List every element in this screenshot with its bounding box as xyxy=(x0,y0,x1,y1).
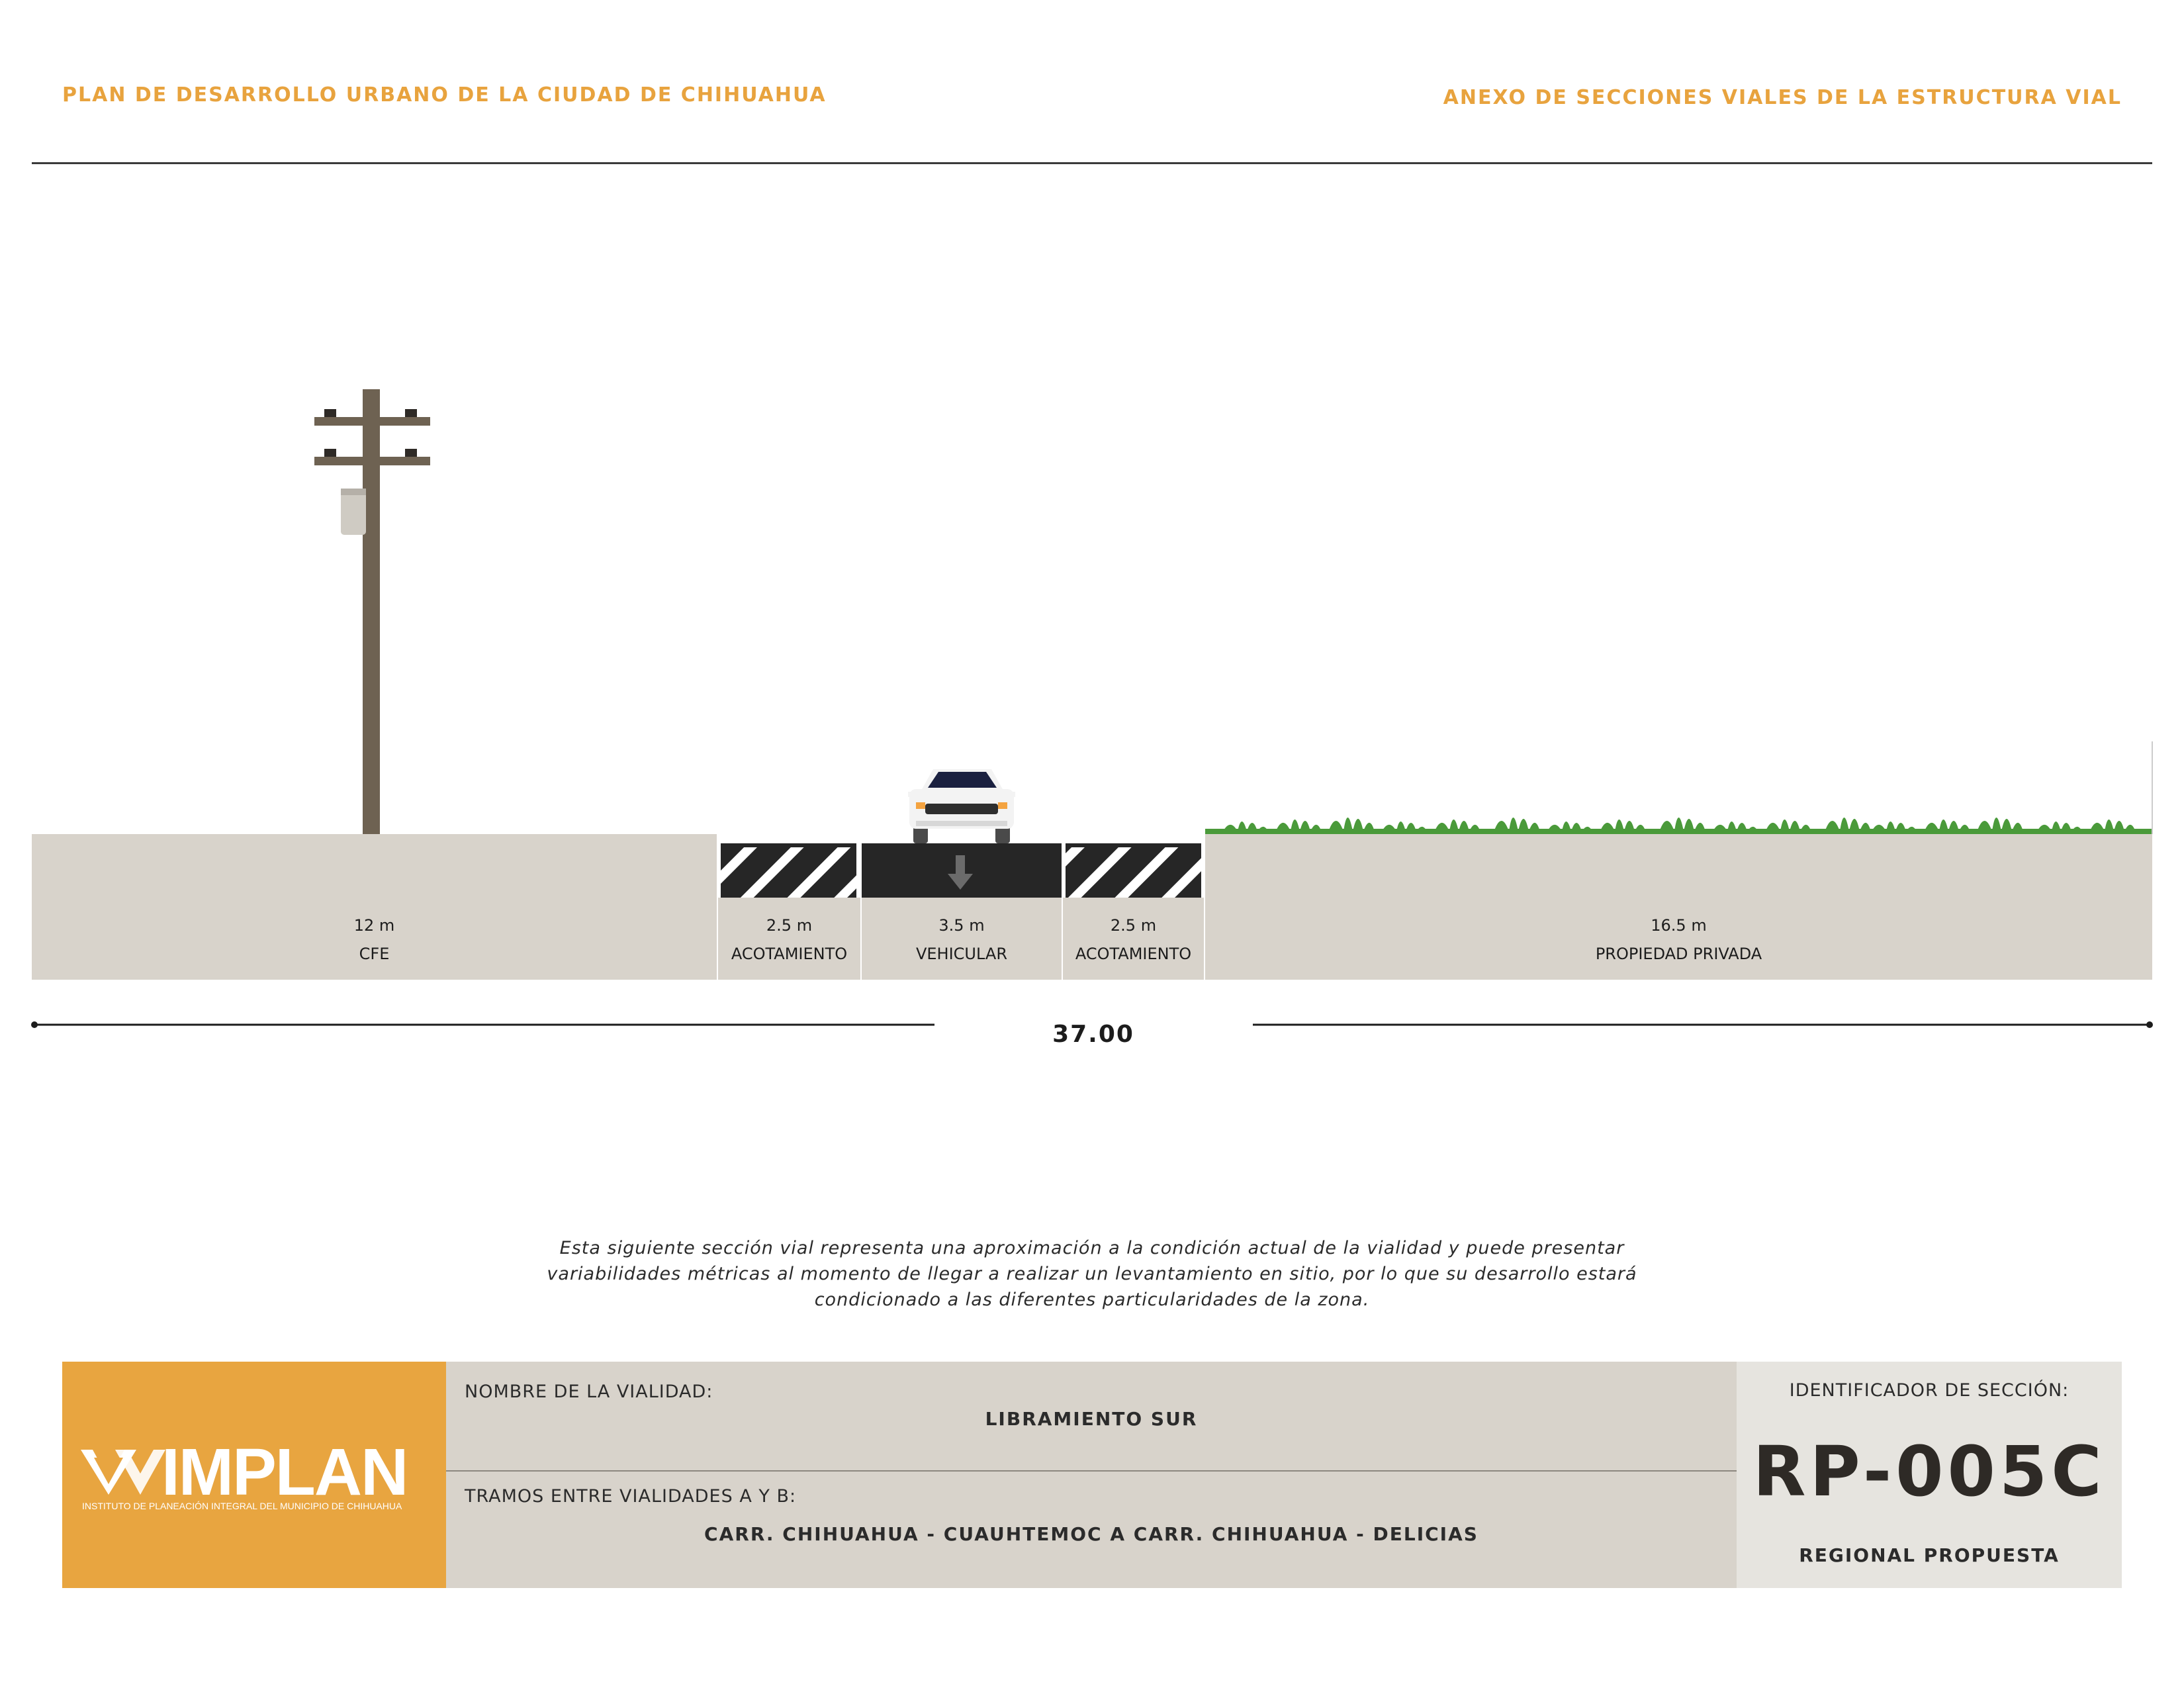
shrub-icon xyxy=(1659,818,1706,834)
shrub-icon xyxy=(1381,821,1428,834)
segment-name-cfe: CFE xyxy=(359,945,390,963)
identifier-type: REGIONAL PROPUESTA xyxy=(1799,1544,2060,1566)
shoulder-left-hatch xyxy=(721,843,856,898)
segment-width-private: 16.5 m xyxy=(1651,916,1707,935)
utility-pole-icon xyxy=(314,389,430,834)
shrub-icon xyxy=(1433,820,1481,834)
shoulder-right-hatch xyxy=(1066,843,1201,898)
logo-name: IMPLAN xyxy=(161,1435,408,1509)
segment-name-private: PROPIEDAD PRIVADA xyxy=(1595,945,1762,963)
identifier-label: IDENTIFICADOR DE SECCIÓN: xyxy=(1789,1380,2070,1401)
shrub-icon xyxy=(1764,820,1812,834)
segment-width-vehicular: 3.5 m xyxy=(938,916,985,935)
shrub-icon xyxy=(1923,820,1971,834)
tramos-label: TRAMOS ENTRE VIALIDADES A Y B: xyxy=(465,1486,797,1507)
total-width: 37.00 xyxy=(1052,1021,1134,1048)
segment-width-shoulder-left: 2.5 m xyxy=(766,916,813,935)
shrub-icon xyxy=(1275,820,1322,834)
ground-cfe xyxy=(32,834,717,980)
logo-subtitle: INSTITUTO DE PLANEACIÓN INTEGRAL DEL MUN… xyxy=(82,1501,402,1511)
vegetation-icon xyxy=(1205,818,2152,834)
shrub-icon xyxy=(1328,818,1375,834)
header-annex-title: ANEXO DE SECCIONES VIALES DE LA ESTRUCTU… xyxy=(1443,86,2122,109)
shrub-icon xyxy=(1976,818,2024,834)
shrub-icon xyxy=(1546,821,1594,834)
shrub-icon xyxy=(2036,821,2083,834)
identifier-code: RP-005C xyxy=(1752,1431,2106,1512)
tramos-value: CARR. CHIHUAHUA - CUAUHTEMOC A CARR. CHI… xyxy=(704,1523,1479,1545)
direction-arrow-icon xyxy=(948,855,973,890)
info-block: IMPLAN INSTITUTO DE PLANEACIÓN INTEGRAL … xyxy=(62,1362,2122,1588)
header-plan-title: PLAN DE DESARROLLO URBANO DE LA CIUDAD D… xyxy=(62,83,827,107)
property-edge xyxy=(2152,741,2153,834)
road-name-value: LIBRAMIENTO SUR xyxy=(985,1408,1198,1430)
shrub-icon xyxy=(1599,820,1647,834)
segment-width-cfe: 12 m xyxy=(353,916,395,935)
segment-name-shoulder-right: ACOTAMIENTO xyxy=(1075,945,1192,963)
segment-name-shoulder-left: ACOTAMIENTO xyxy=(731,945,848,963)
shrub-icon xyxy=(1824,818,1872,834)
implan-logo: IMPLAN INSTITUTO DE PLANEACIÓN INTEGRAL … xyxy=(62,1362,446,1588)
shrub-icon xyxy=(1493,818,1541,834)
road-name-label: NOMBRE DE LA VIALIDAD: xyxy=(465,1382,713,1402)
shrub-icon xyxy=(1870,821,1918,834)
segment-name-vehicular: VEHICULAR xyxy=(915,945,1008,963)
ground-vehicular xyxy=(862,898,1062,980)
road-info-divider xyxy=(446,1470,1737,1472)
ground-shoulder-right xyxy=(1063,898,1204,980)
implan-logo-mark-icon xyxy=(81,1450,165,1495)
shrub-icon xyxy=(2089,820,2136,834)
road-info-panel: NOMBRE DE LA VIALIDAD: LIBRAMIENTO SUR T… xyxy=(446,1362,1737,1588)
disclaimer-note: Esta siguiente sección vial representa u… xyxy=(547,1238,1637,1310)
ground-private xyxy=(1205,834,2152,980)
header-divider xyxy=(32,162,2152,164)
ground-shoulder-left xyxy=(718,898,860,980)
road-section-diagram xyxy=(31,389,2153,1028)
shrub-icon xyxy=(1711,821,1759,834)
shrub-icon xyxy=(1222,821,1269,834)
section-identifier-panel: IDENTIFICADOR DE SECCIÓN: RP-005C REGION… xyxy=(1737,1362,2122,1588)
segment-width-shoulder-right: 2.5 m xyxy=(1110,916,1157,935)
car-icon xyxy=(908,769,1015,843)
